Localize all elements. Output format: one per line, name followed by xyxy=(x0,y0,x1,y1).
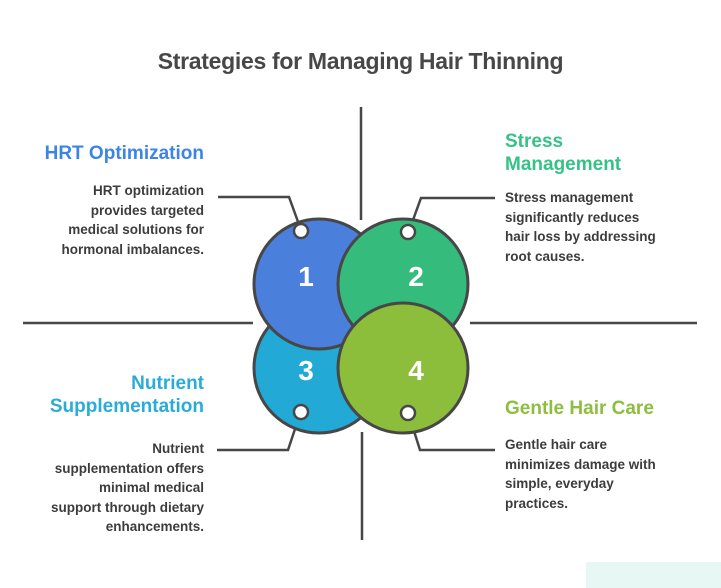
anchor-dot-4 xyxy=(399,404,417,422)
connector-line-1 xyxy=(218,195,303,231)
description-line: simple, everyday xyxy=(505,476,614,491)
description-line: hormonal imbalances. xyxy=(61,241,204,257)
circle-number-2: 2 xyxy=(408,261,424,292)
heading-gentle-hair-care: Gentle Hair Care xyxy=(505,398,654,419)
description-line: root causes. xyxy=(505,248,585,264)
page-title: Strategies for Managing Hair Thinning xyxy=(157,48,564,74)
description-stress-management: Stress management significantly reduces … xyxy=(505,188,656,266)
circle-number-4: 4 xyxy=(408,355,424,386)
watermark xyxy=(586,562,721,588)
description-line: enhancements. xyxy=(105,519,204,534)
description-hrt-optimization: HRT optimization provides targeted medic… xyxy=(61,181,204,259)
description-line: HRT optimization xyxy=(93,183,204,198)
anchor-dot-3 xyxy=(292,403,310,421)
description-line: medical solutions for xyxy=(68,222,204,237)
description-gentle-hair-care: Gentle hair care minimizes damage with s… xyxy=(505,435,656,513)
description-line: Gentle hair care xyxy=(505,437,608,452)
description-line: hair loss by addressing xyxy=(505,229,656,244)
description-nutrient-supplementation: Nutrient supplementation offers minimal … xyxy=(51,439,204,537)
description-line: practices. xyxy=(505,495,569,511)
circle-number-3: 3 xyxy=(298,355,314,386)
description-line: provides targeted xyxy=(90,202,204,218)
anchor-dot-2 xyxy=(399,223,417,241)
circle-4-gentle xyxy=(336,301,470,435)
description-line: significantly reduces xyxy=(505,209,640,225)
description-line: support through dietary xyxy=(51,499,204,515)
description-line: minimal medical xyxy=(98,480,204,495)
circle-number-1: 1 xyxy=(298,261,314,292)
description-line: Nutrient xyxy=(152,441,204,456)
description-line: minimizes damage with xyxy=(505,456,656,472)
heading-stress-management: Stress Management xyxy=(505,131,622,175)
heading-hrt-optimization: HRT Optimization xyxy=(44,143,204,164)
description-line: Stress management xyxy=(505,190,634,205)
heading-nutrient-supplementation: Nutrient Supplementation xyxy=(49,373,204,417)
anchor-dot-1 xyxy=(292,222,310,240)
description-line: supplementation offers xyxy=(54,460,204,476)
